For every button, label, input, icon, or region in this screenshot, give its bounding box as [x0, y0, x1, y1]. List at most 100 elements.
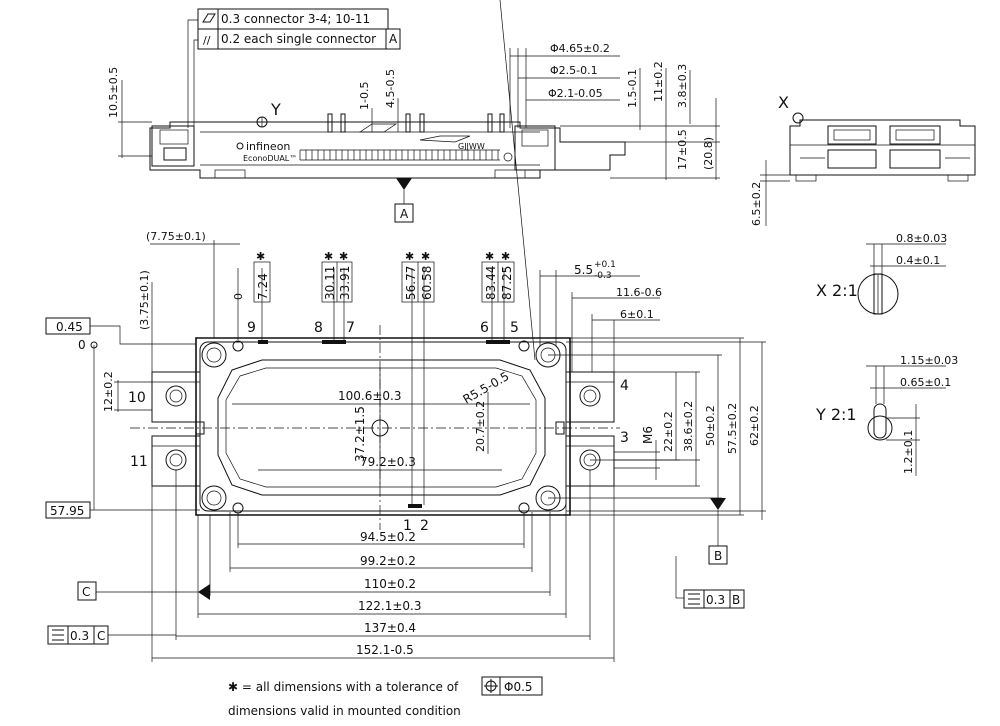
infineon-logo-icon	[236, 142, 244, 150]
end-view: X 6.5±0.2	[750, 93, 976, 226]
side-view: infineon EconoDUAL™ GJJWW Y A 10.5±0.5 1…	[107, 42, 720, 223]
dim-20-7: 20.7±0.2	[474, 401, 487, 452]
tolerance-frame-top: // 0.3 connector 3-4; 10-11 0.2 each sin…	[187, 8, 401, 128]
detail-x-dim-1: 0.8±0.03	[896, 232, 947, 245]
frame-row1-text: 0.3 connector 3-4; 10-11	[221, 12, 370, 26]
dim-37-2: 37.2±1.5	[353, 406, 367, 462]
pin-4: 4	[620, 378, 629, 394]
dim-79-2: 79.2±0.3	[360, 455, 416, 469]
dim-phi-4-65: Φ4.65±0.2	[550, 42, 610, 55]
control-pin-pads	[258, 340, 510, 508]
pin-5: 5	[510, 320, 519, 336]
ground-symbol-icon	[503, 152, 513, 162]
dim-11: 11±0.2	[652, 61, 665, 102]
dim-5-5-tol-lower: -0.3	[594, 271, 612, 281]
parallelism-icon: //	[203, 34, 211, 47]
pin-2: 2	[420, 518, 429, 534]
detail-x-marker-icon	[792, 112, 804, 124]
datum-c-label: C	[82, 585, 90, 599]
dim-22: 22±0.2	[662, 411, 675, 452]
star-1: ✱	[256, 250, 265, 263]
dim-20-8: (20.8)	[702, 137, 715, 170]
frame-row2-ref: A	[389, 32, 398, 46]
dim-pin-7-24: 7.24	[256, 273, 270, 300]
dim-62: 62±0.2	[748, 405, 761, 446]
dim-5-5: 5.5	[574, 263, 593, 277]
symmetry-icon-b	[688, 593, 700, 605]
star-2: ✱	[324, 250, 333, 263]
datum-a-label: A	[400, 207, 409, 221]
dim-pin-33-91: 33.91	[338, 266, 352, 300]
date-code: GJJWW	[458, 142, 485, 151]
dim-pin-87-25: 87.25	[500, 266, 514, 300]
detail-x-title: X 2:1	[816, 281, 858, 300]
note-frame-value: Φ0.5	[504, 680, 533, 694]
star-3: ✱	[339, 250, 348, 263]
dim-50: 50±0.2	[704, 405, 717, 446]
dim-zero-x: 0	[232, 293, 245, 300]
datum-a-arrow-icon	[396, 178, 412, 190]
detail-y-dim-2: 0.65±0.1	[900, 376, 951, 389]
brand-logo-text: infineon	[246, 140, 290, 153]
dim-94-5: 94.5±0.2	[360, 530, 416, 544]
frame-c-value: 0.3	[70, 629, 89, 643]
star-7: ✱	[501, 250, 510, 263]
dim-11-6: 11.6-0.6	[616, 286, 662, 299]
pin-1: 1	[403, 518, 412, 534]
datum-b-label: B	[714, 549, 722, 563]
product-name: EconoDUAL™	[243, 154, 297, 163]
dim-152-1: 152.1-0.5	[356, 643, 414, 657]
position-icon	[484, 679, 498, 693]
pin-9: 9	[247, 320, 256, 336]
dim-110: 110±0.2	[364, 577, 416, 591]
dim-57-95: 57.95	[50, 504, 84, 518]
pin-6: 6	[480, 320, 489, 336]
flatness-icon	[202, 13, 216, 23]
datum-b-arrow-icon	[710, 498, 726, 510]
dim-3-8: 3.8±0.3	[676, 64, 689, 108]
symmetry-icon-c	[52, 629, 64, 641]
dim-10-5: 10.5±0.5	[107, 67, 120, 118]
dim-m6: M6	[641, 426, 655, 444]
dim-3-75: (3.75±0.1)	[138, 270, 151, 330]
dim-122-1: 122.1±0.3	[358, 599, 422, 613]
dim-0-45: 0.45	[56, 320, 83, 334]
dim-7-75: (7.75±0.1)	[146, 230, 206, 243]
note-line-1: ✱ = all dimensions with a tolerance of	[228, 680, 459, 694]
detail-x-dim-2: 0.4±0.1	[896, 254, 940, 267]
dim-6: 6±0.1	[620, 308, 654, 321]
detail-x: 0.8±0.03 0.4±0.1 X 2:1	[816, 232, 947, 315]
dim-zero-y: 0	[78, 338, 86, 352]
frame-row2-text: 0.2 each single connector	[221, 32, 376, 46]
datum-c-arrow-icon	[198, 584, 210, 600]
frame-b-ref: B	[732, 593, 740, 607]
dim-1-5: 1.5-0.1	[626, 69, 639, 108]
dim-12: 12±0.2	[102, 371, 115, 412]
dim-pin-56-77: 56.77	[404, 266, 418, 300]
label-x: X	[778, 93, 789, 112]
dim-100-6: 100.6±0.3	[338, 389, 402, 403]
star-4: ✱	[405, 250, 414, 263]
pin-10: 10	[128, 390, 146, 406]
dim-99-2: 99.2±0.2	[360, 554, 416, 568]
dim-57-5: 57.5±0.2	[726, 403, 739, 454]
dim-4-5: 4.5-0.5	[384, 69, 397, 108]
pin-7: 7	[346, 320, 355, 336]
detail-y-dim-1: 1.15±0.03	[900, 354, 958, 367]
dim-5-5-tol-upper: +0.1	[594, 260, 616, 270]
star-6: ✱	[485, 250, 494, 263]
detail-y-title: Y 2:1	[815, 405, 857, 424]
side-pins	[327, 113, 505, 133]
dim-phi-2-1: Φ2.1-0.05	[548, 87, 603, 100]
frame-b-value: 0.3	[706, 593, 725, 607]
frame-c-ref: C	[97, 629, 105, 643]
star-5: ✱	[421, 250, 430, 263]
dim-pin-60-58: 60.58	[420, 266, 434, 300]
pin-strip-hatching	[299, 150, 499, 160]
pin-8: 8	[314, 320, 323, 336]
pin-3: 3	[620, 430, 629, 446]
dim-6-5: 6.5±0.2	[750, 182, 763, 226]
pin-11: 11	[130, 454, 148, 470]
